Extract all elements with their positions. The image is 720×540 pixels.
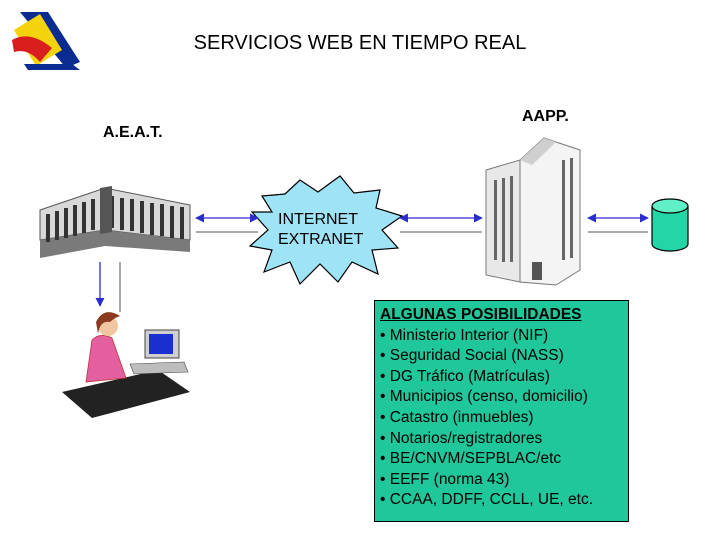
tower-building-icon — [486, 138, 580, 285]
database-icon — [652, 199, 688, 251]
list-item: Catastro (inmuebles) — [380, 408, 628, 429]
network-label-line1: INTERNET — [278, 210, 388, 230]
list-item: CCAA, DDFF, CCLL, UE, etc. — [380, 490, 628, 511]
network-label-line2: EXTRANET — [278, 230, 388, 250]
possibilities-heading: ALGUNAS POSIBILIDADES — [380, 305, 628, 326]
list-item: EEFF (norma 43) — [380, 470, 628, 491]
list-item: DG Tráfico (Matrículas) — [380, 367, 628, 388]
network-label: INTERNET EXTRANET — [278, 210, 388, 250]
possibilities-box: ALGUNAS POSIBILIDADES Ministerio Interio… — [374, 300, 629, 522]
page-title: SERVICIOS WEB EN TIEMPO REAL — [0, 32, 720, 55]
list-item: Notarios/registradores — [380, 429, 628, 450]
list-item: Seguridad Social (NASS) — [380, 346, 628, 367]
aapp-label: AAPP. — [522, 108, 569, 126]
list-item: Municipios (censo, domicilio) — [380, 387, 628, 408]
user-at-computer-icon — [62, 312, 190, 418]
list-item: Ministerio Interior (NIF) — [380, 326, 628, 347]
office-building-icon — [40, 186, 190, 258]
possibilities-list: Ministerio Interior (NIF) Seguridad Soci… — [380, 326, 628, 511]
list-item: BE/CNVM/SEPBLAC/etc — [380, 449, 628, 470]
aeat-label: A.E.A.T. — [103, 124, 163, 142]
